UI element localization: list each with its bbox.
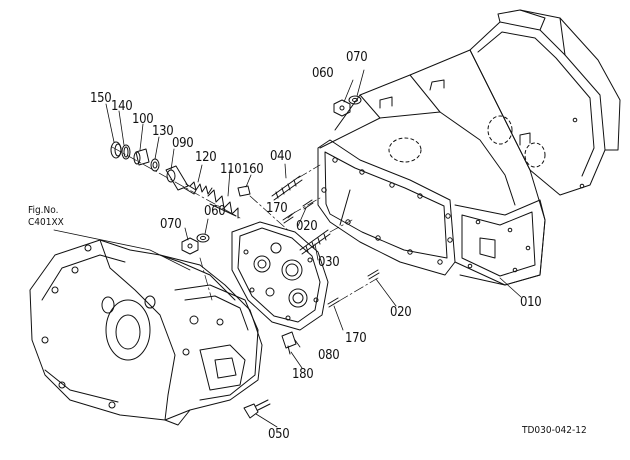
part-label-110: 110 [220, 162, 242, 177]
pin-170-upper [282, 213, 294, 224]
seal-ring-150 [110, 141, 122, 159]
leader-lines [53, 69, 522, 428]
nut-060-upper [333, 99, 351, 117]
part-label-150: 150 [90, 91, 112, 106]
part-label-180: 180 [292, 367, 314, 382]
part-label-070-lower: 070 [160, 217, 182, 232]
part-label-130: 130 [152, 124, 174, 139]
part-label-040: 040 [270, 149, 292, 164]
dowel-030 [299, 229, 331, 255]
part-label-020-lower: 020 [390, 305, 412, 320]
figure-reference: Fig.No. C401XX [28, 205, 64, 229]
pin-170-lower [327, 297, 340, 308]
part-label-060-lower: 060 [204, 204, 226, 219]
drawing-code: TD030-042-12 [522, 425, 587, 436]
part-label-050: 050 [268, 427, 290, 442]
pin-020-lower [367, 269, 380, 280]
snap-ring-140 [121, 144, 131, 160]
exploded-axis-lines [111, 146, 379, 302]
part-label-170-lower: 170 [345, 331, 367, 346]
part-label-070-upper: 070 [346, 50, 368, 65]
plug-050 [243, 399, 271, 419]
part-label-140: 140 [111, 99, 133, 114]
pin-020-upper [302, 199, 314, 210]
middle-plate [231, 221, 329, 331]
part-label-100: 100 [132, 112, 154, 127]
figure-reference-line1: Fig.No. [28, 205, 59, 216]
washer-070-upper [348, 95, 362, 105]
bushing-100 [133, 148, 150, 166]
plug-180 [281, 331, 297, 355]
part-label-010: 010 [520, 295, 542, 310]
part-label-060-upper: 060 [312, 66, 334, 81]
spring-110 [207, 189, 239, 219]
transmission-case [317, 9, 621, 286]
case-bolt-holes [321, 117, 585, 273]
part-label-160: 160 [242, 162, 264, 177]
part-label-170-upper: 170 [266, 201, 288, 216]
front-housing [29, 239, 263, 426]
part-label-080: 080 [318, 348, 340, 363]
plunger-090 [165, 165, 197, 195]
plug-160 [237, 185, 251, 197]
washer-060-lower [196, 233, 210, 243]
spring-120 [189, 181, 213, 195]
part-label-090: 090 [172, 136, 194, 151]
part-label-030: 030 [318, 255, 340, 270]
dowel-040 [271, 175, 303, 201]
figure-reference-line2: C401XX [28, 217, 64, 228]
nut-070-lower [181, 237, 199, 255]
part-label-120: 120 [195, 150, 217, 165]
part-label-020-upper: 020 [296, 219, 318, 234]
